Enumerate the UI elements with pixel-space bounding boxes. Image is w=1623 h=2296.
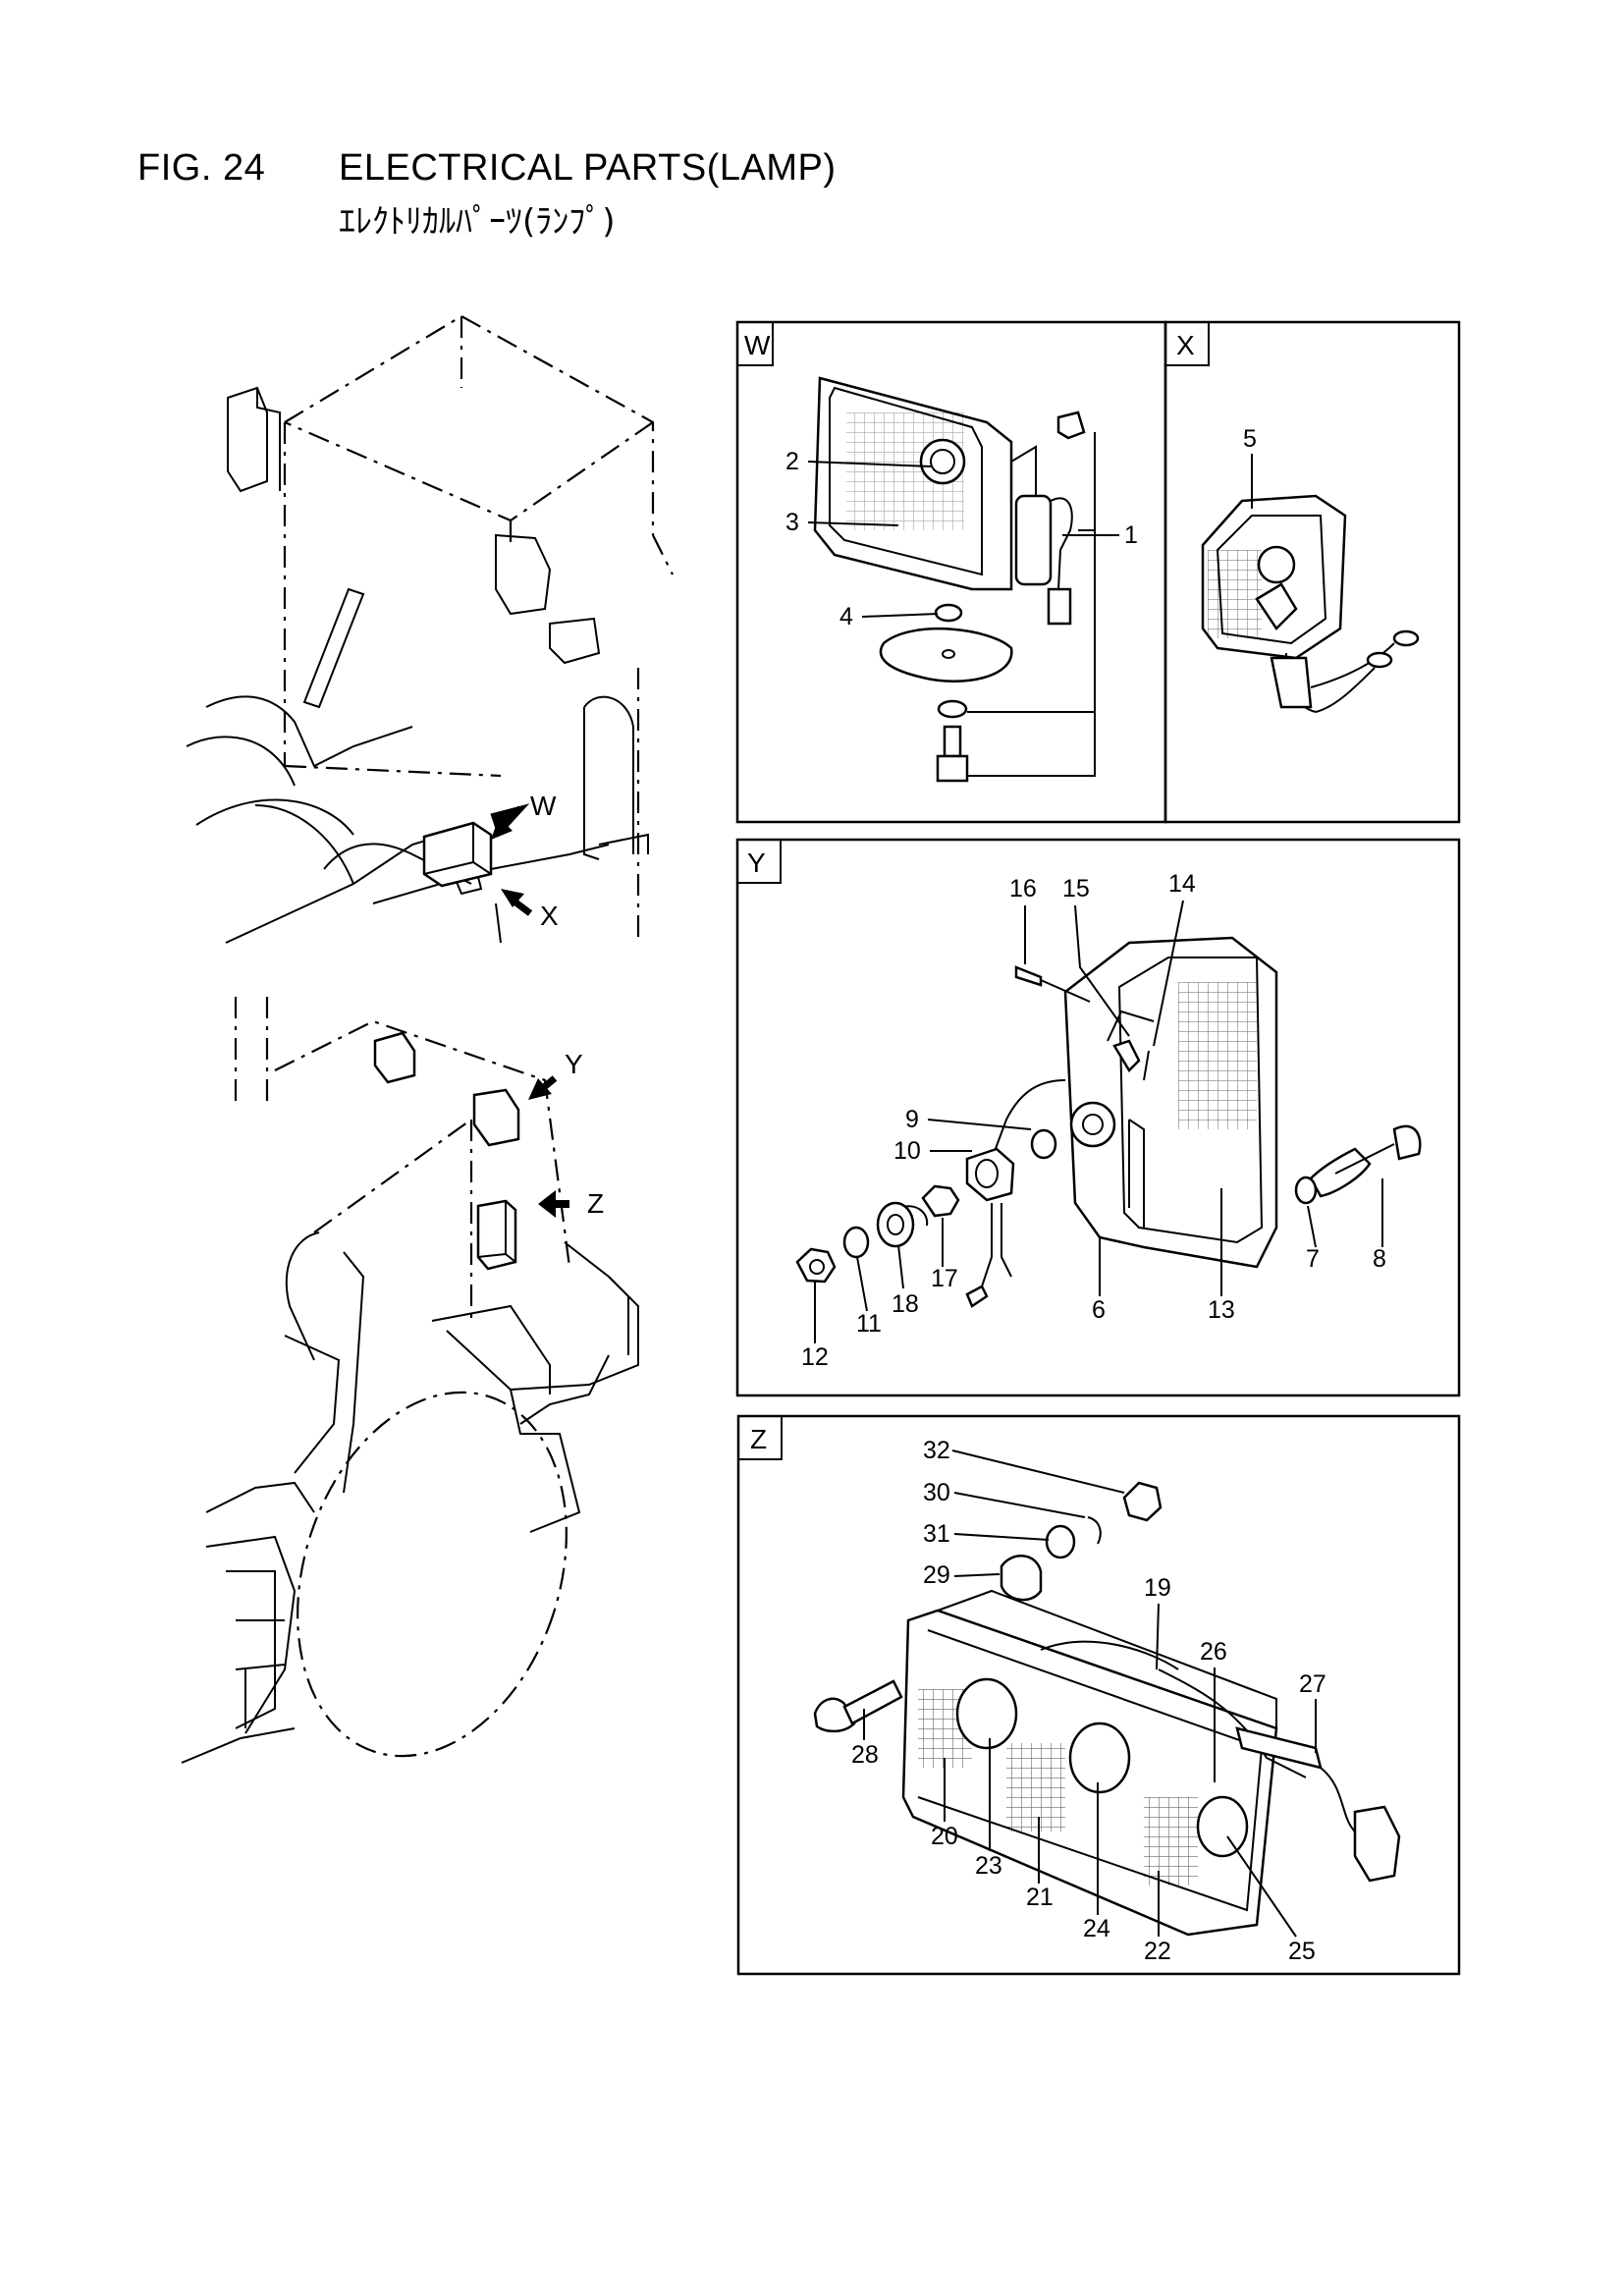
panel-label-x: X [1176,330,1195,360]
w-callouts: 2 3 1 4 [785,448,1138,630]
callout-26: 26 [1200,1638,1227,1666]
callout-17: 17 [931,1265,958,1292]
callout-30: 30 [923,1479,950,1506]
callout-4: 4 [839,603,853,630]
figure-number: FIG. 24 [137,147,266,189]
panel-x: X 5 [1163,320,1461,824]
panel-label-y: Y [747,847,766,878]
callout-12: 12 [801,1343,829,1371]
callout-11: 11 [856,1310,882,1338]
callout-14: 14 [1168,870,1196,898]
callout-21: 21 [1026,1884,1054,1911]
panel-y: Y [735,838,1461,1397]
callout-22: 22 [1144,1938,1171,1965]
callout-13: 13 [1208,1296,1235,1324]
panel-label-w: W [744,330,771,360]
panel-w: W 2 3 [735,320,1167,824]
callout-6: 6 [1092,1296,1106,1324]
arrow-label-x: X [540,901,559,931]
callout-15: 15 [1062,875,1090,902]
callout-24: 24 [1083,1915,1110,1942]
callout-16: 16 [1009,875,1037,902]
callout-19: 19 [1144,1574,1171,1602]
callout-18: 18 [892,1290,919,1318]
callout-5: 5 [1243,425,1257,453]
flood-lamp-assembly [1201,494,1420,713]
callout-20: 20 [931,1823,958,1850]
callout-31: 31 [923,1520,950,1548]
callout-1: 1 [1124,521,1138,549]
callout-7: 7 [1306,1245,1320,1273]
callout-23: 23 [975,1852,1002,1880]
figure-subtitle: ｴﾚｸﾄﾘｶﾙﾊﾟｰﾂ(ﾗﾝﾌﾟ) [339,202,616,242]
panel-label-z: Z [750,1424,767,1454]
callout-27: 27 [1299,1670,1326,1698]
figure-title: ELECTRICAL PARTS(LAMP) [339,147,837,189]
callout-25: 25 [1288,1938,1316,1965]
callout-2: 2 [785,448,799,475]
callout-3: 3 [785,509,799,536]
overview-machine: W X Y Z [181,314,674,1764]
callout-9: 9 [905,1106,919,1133]
arrow-label-z: Z [587,1188,604,1219]
rear-lamp-assembly [795,936,1422,1308]
y-callouts: 16 15 14 9 10 7 8 17 18 11 12 6 13 [801,870,1386,1371]
work-lamp-assembly [813,376,1096,783]
z-callouts: 32 30 31 29 19 26 27 28 20 23 21 24 22 [851,1437,1326,1965]
callout-29: 29 [923,1561,950,1589]
callout-32: 32 [923,1437,950,1464]
callout-10: 10 [893,1137,921,1165]
callout-8: 8 [1373,1245,1386,1273]
combination-lamp-assembly [813,1481,1401,1937]
callout-28: 28 [851,1741,879,1769]
arrow-label-y: Y [565,1049,583,1079]
arrow-label-w: W [530,791,557,821]
panel-z: Z 32 30 [736,1414,1461,1976]
